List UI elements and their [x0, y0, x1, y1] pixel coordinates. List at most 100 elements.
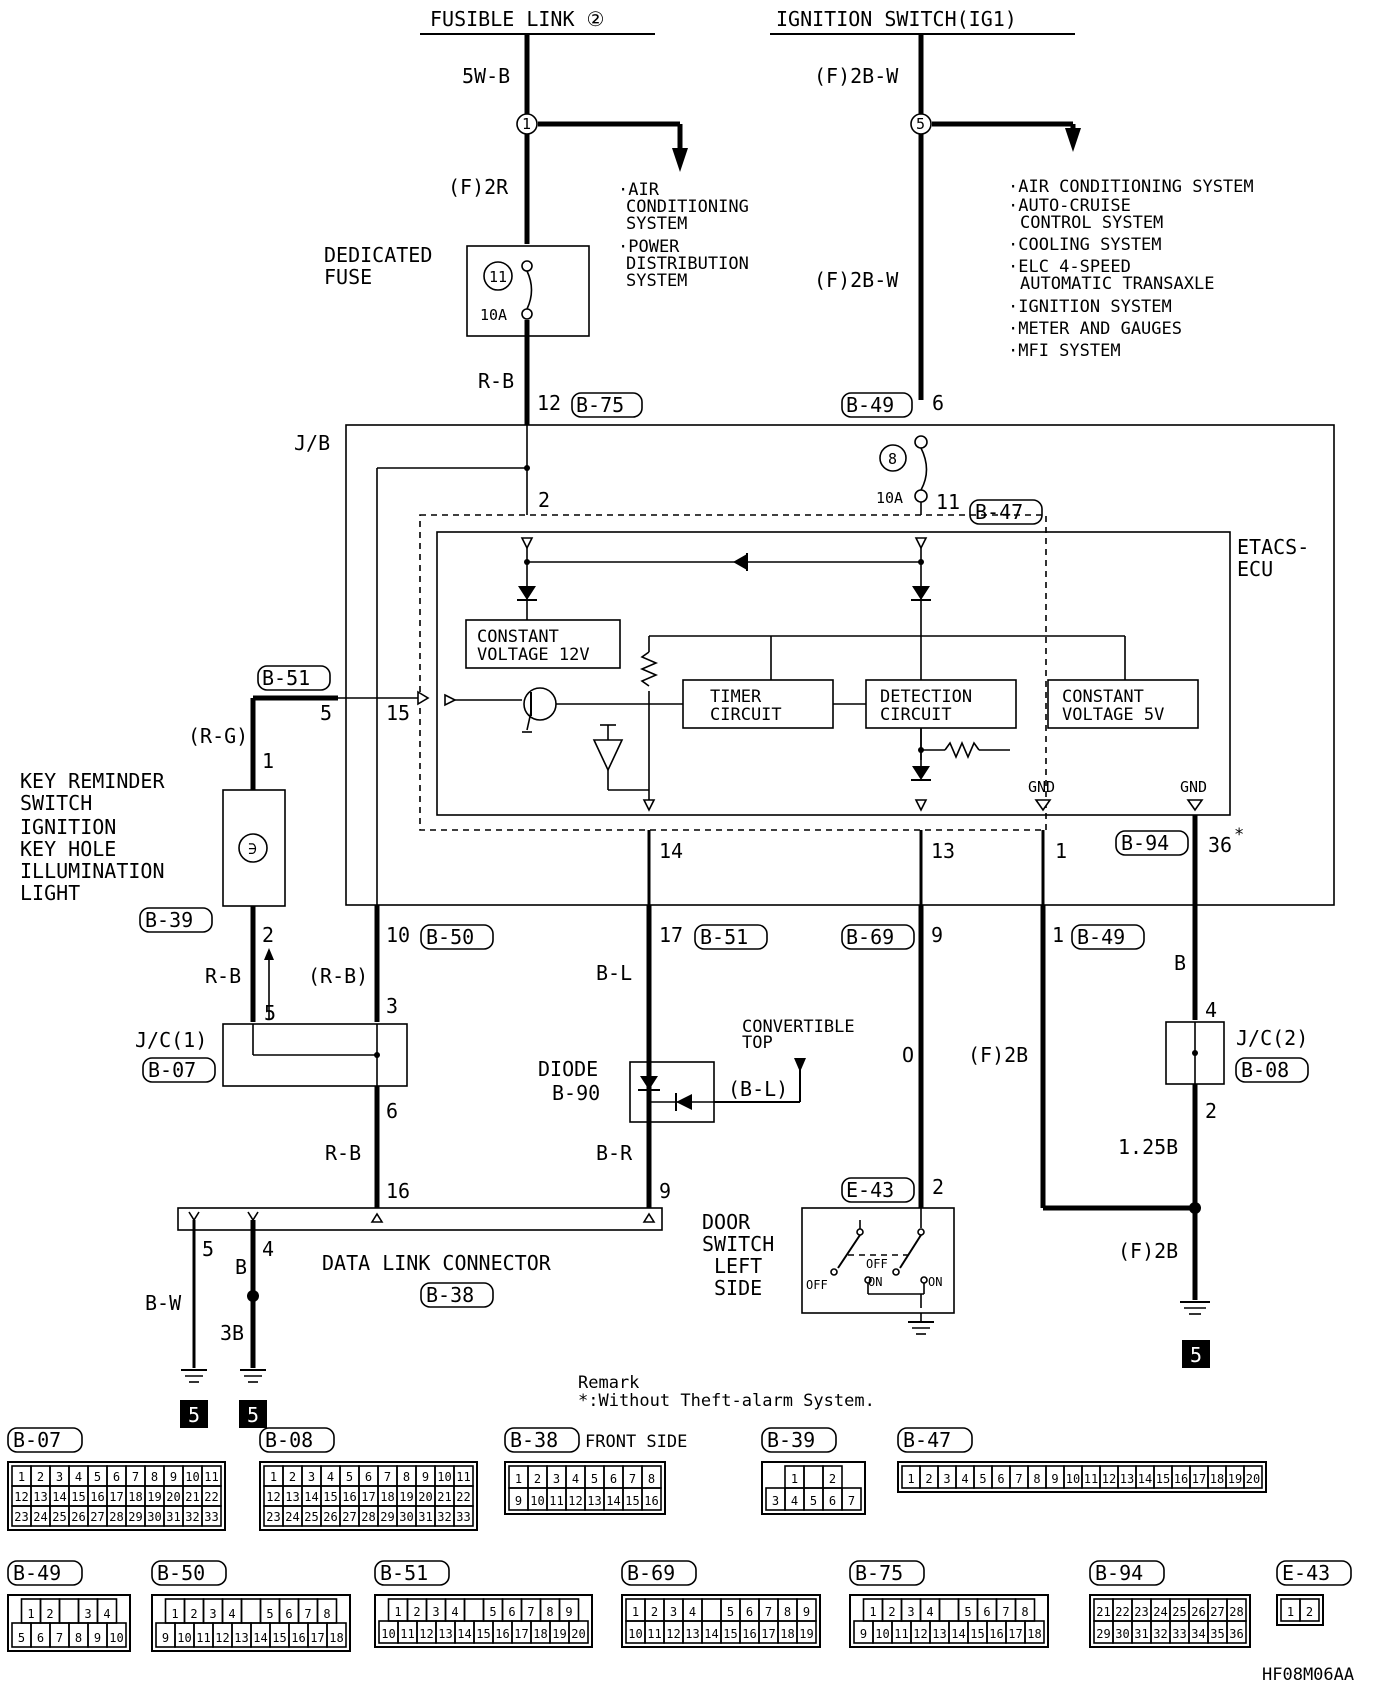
connector-b75 [571, 392, 643, 418]
legend-pin: 17 [310, 1631, 324, 1645]
legend-pin: 18 [1027, 1627, 1041, 1641]
svg-text:B-69: B-69 [627, 1561, 675, 1585]
off-label-2: OFF [866, 1257, 888, 1271]
svg-text:B-69: B-69 [846, 925, 894, 949]
legend-pin: 33 [456, 1510, 470, 1524]
legend-pin: 26 [1191, 1605, 1205, 1619]
legend-pin: 12 [215, 1631, 229, 1645]
legend-pin: 6 [285, 1607, 292, 1621]
svg-text:CONTROL SYSTEM: CONTROL SYSTEM [1020, 213, 1163, 233]
legend-pin: 1 [1287, 1605, 1294, 1619]
svg-text:KEY HOLE: KEY HOLE [20, 837, 116, 861]
legend-pin: 21 [1096, 1605, 1110, 1619]
legend-pin: 25 [304, 1510, 318, 1524]
legend-pin: 7 [1002, 1605, 1009, 1619]
legend-pin: 3 [943, 1472, 950, 1486]
svg-text:B-08: B-08 [1241, 1058, 1289, 1082]
door-switch-label: DOOR SWITCH LEFT SIDE [702, 1210, 774, 1300]
legend-pin: 12 [266, 1490, 280, 1504]
legend-pin: 13 [438, 1627, 452, 1641]
svg-text:SYSTEM: SYSTEM [626, 271, 687, 291]
arrow-down-icon [1065, 128, 1081, 152]
svg-text:TOP: TOP [742, 1033, 773, 1053]
legend-pin: 4 [926, 1605, 933, 1619]
legend-pin: 12 [568, 1494, 582, 1508]
legend-pin: 13 [285, 1490, 299, 1504]
arrow-down-icon [672, 148, 688, 172]
legend-pin: 14 [606, 1494, 620, 1508]
door-switch [801, 1207, 955, 1314]
legend-pin: 13 [932, 1627, 946, 1641]
legend-pin: 18 [329, 1631, 343, 1645]
svg-text:CIRCUIT: CIRCUIT [880, 705, 952, 725]
svg-text:B-94: B-94 [1095, 1561, 1143, 1585]
pin-5-dlc: 5 [202, 1237, 214, 1261]
legend-pin: 3 [907, 1605, 914, 1619]
pin-9-dlc: 9 [659, 1179, 671, 1203]
legend-pin: 8 [648, 1472, 655, 1486]
legend-pin: 1 [791, 1472, 798, 1486]
legend-pin: 18 [128, 1490, 142, 1504]
svg-text:B-38: B-38 [426, 1283, 474, 1307]
legend-pin: 16 [90, 1490, 104, 1504]
legend-pin: 24 [33, 1510, 47, 1524]
legend-pin: 11 [196, 1631, 210, 1645]
svg-text:B-47: B-47 [975, 500, 1023, 524]
fuse-11-number: 11 [489, 268, 507, 286]
connector-b94 [1115, 830, 1189, 856]
svg-text:B-08: B-08 [265, 1428, 313, 1452]
svg-text:IGNITION: IGNITION [20, 815, 116, 839]
connector-b07 [142, 1057, 216, 1083]
svg-text:B-07: B-07 [13, 1428, 61, 1452]
svg-text:DETECTION: DETECTION [880, 687, 972, 707]
legend-pin: 19 [799, 1627, 813, 1641]
fusible-link-label: FUSIBLE LINK ② [430, 7, 604, 31]
legend-pin: 4 [961, 1472, 968, 1486]
legend-pin: 6 [113, 1470, 120, 1484]
legend-pin: 32 [185, 1510, 199, 1524]
legend-pin: 29 [1096, 1627, 1110, 1641]
legend-pin: 11 [400, 1627, 414, 1641]
svg-text:B-50: B-50 [157, 1561, 205, 1585]
legend-pin: 19 [1228, 1472, 1242, 1486]
diode-label: DIODE [538, 1057, 598, 1081]
wire-b-dlc: B [235, 1255, 247, 1279]
legend-pin: 9 [515, 1494, 522, 1508]
legend-pin: 10 [109, 1631, 123, 1645]
legend-pin: 18 [380, 1490, 394, 1504]
etacs-label: ETACS- [1237, 535, 1309, 559]
legend-pin: 20 [166, 1490, 180, 1504]
legend-pin: 14 [951, 1627, 965, 1641]
legend-pin: 1 [171, 1607, 178, 1621]
legend-pin: 3 [84, 1607, 91, 1621]
legend-pin: 13 [33, 1490, 47, 1504]
wire-b: B [1174, 951, 1186, 975]
gnd-2: GND [1180, 778, 1207, 796]
svg-text:B-90: B-90 [552, 1081, 600, 1105]
svg-text:CONSTANT: CONSTANT [1062, 687, 1144, 707]
legend-pin: 5 [727, 1605, 734, 1619]
legend-pin: 22 [1115, 1605, 1129, 1619]
svg-text:B-75: B-75 [576, 393, 624, 417]
legend-pin: 16 [291, 1631, 305, 1645]
legend-pin: 9 [1051, 1472, 1058, 1486]
legend-pin: 4 [75, 1470, 82, 1484]
svg-text:B-39: B-39 [767, 1428, 815, 1452]
pin-2-door: 2 [932, 1175, 944, 1199]
legend-pin: 24 [285, 1510, 299, 1524]
legend-pin: 7 [56, 1631, 63, 1645]
svg-text:FRONT SIDE: FRONT SIDE [585, 1432, 687, 1452]
legend-pin: 9 [860, 1627, 867, 1641]
legend-pin: 5 [591, 1472, 598, 1486]
legend-pin: 30 [147, 1510, 161, 1524]
legend-pin: 4 [791, 1494, 798, 1508]
legend-pin: 17 [1008, 1627, 1022, 1641]
svg-text:AUTOMATIC TRANSAXLE: AUTOMATIC TRANSAXLE [1020, 274, 1214, 294]
ground-ref-left-2 [239, 1400, 267, 1428]
legend-pin: 32 [1153, 1627, 1167, 1641]
legend-pin: 3 [670, 1605, 677, 1619]
legend-pin: 26 [71, 1510, 85, 1524]
